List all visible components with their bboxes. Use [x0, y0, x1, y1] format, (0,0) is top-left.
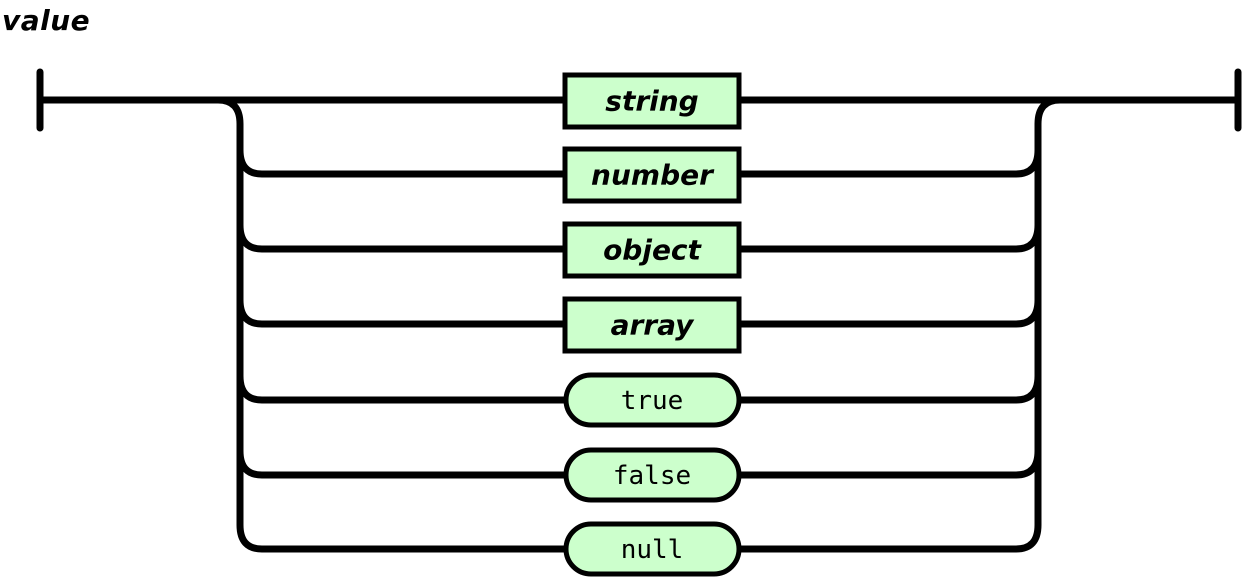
- main-track: [36, 68, 1242, 132]
- nonterminal-number: number: [562, 146, 742, 204]
- terminal-true: true: [563, 372, 742, 428]
- left-branch-rail: [214, 96, 570, 553]
- branch-connectors: [236, 146, 1042, 479]
- terminal-false: false: [563, 447, 742, 503]
- nonterminal-string: string: [562, 72, 742, 130]
- diagram-title: value: [2, 4, 91, 37]
- terminal-null: null: [563, 521, 742, 577]
- terminal-label: true: [621, 386, 684, 416]
- nonterminal-label: object: [603, 234, 702, 267]
- nonterminal-label: string: [605, 85, 698, 118]
- nonterminal-array: array: [562, 296, 742, 354]
- right-branch-rail: [735, 96, 1064, 553]
- nonterminal-object: object: [562, 221, 742, 279]
- nonterminal-label: array: [611, 309, 696, 342]
- nonterminal-label: number: [591, 159, 715, 192]
- terminal-label: null: [621, 535, 684, 565]
- terminal-label: false: [613, 461, 691, 491]
